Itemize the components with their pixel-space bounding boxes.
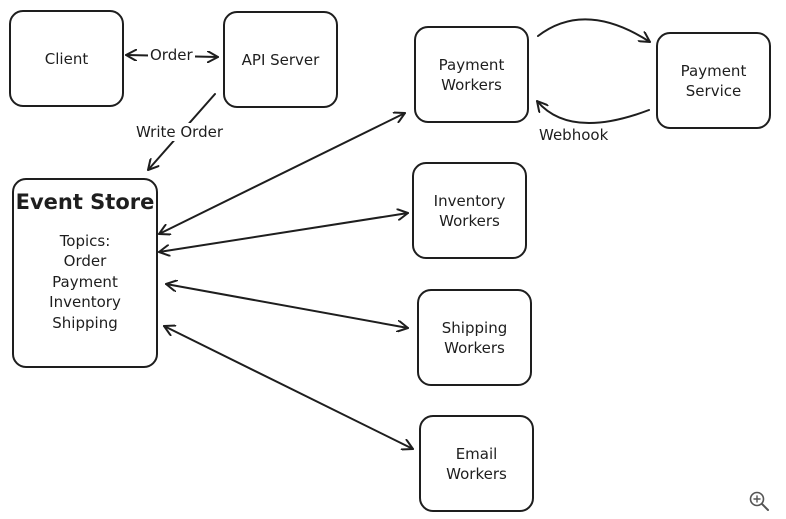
- shipping-workers-label-2: Workers: [444, 338, 505, 357]
- inventory-workers-label-2: Workers: [439, 211, 500, 230]
- topic-shipping: Shipping: [52, 313, 118, 332]
- payment-workers-label-2: Workers: [441, 75, 502, 94]
- edge-label-order: Order: [148, 46, 195, 64]
- client-node[interactable]: Client: [9, 10, 124, 107]
- arrow-eventstore-email: [163, 326, 414, 449]
- event-store-node[interactable]: Event Store Topics: Order Payment Invent…: [12, 178, 158, 368]
- payment-service-label-1: Payment: [680, 61, 747, 80]
- payment-workers-node[interactable]: Payment Workers: [414, 26, 529, 123]
- arrow-webhook: [536, 100, 650, 125]
- payment-service-label-2: Service: [685, 81, 742, 100]
- topic-inventory: Inventory: [49, 293, 121, 311]
- arrow-eventstore-inventory: [158, 213, 409, 252]
- shipping-workers-label-1: Shipping: [441, 318, 508, 337]
- payment-service-node[interactable]: Payment Service: [656, 32, 771, 129]
- edge-label-write-order: Write Order: [134, 123, 225, 141]
- api-server-label: API Server: [241, 50, 320, 69]
- edge-label-webhook: Webhook: [537, 126, 611, 144]
- topics-label: Topics:: [59, 231, 111, 250]
- payment-workers-label-1: Payment: [438, 55, 505, 74]
- email-workers-label-2: Workers: [446, 464, 507, 483]
- arrow-payment-service: [537, 18, 651, 43]
- event-store-title: Event Store: [15, 190, 155, 214]
- email-workers-label-1: Email: [455, 444, 498, 463]
- client-label: Client: [44, 49, 89, 68]
- zoom-in-icon[interactable]: [748, 490, 770, 512]
- shipping-workers-node[interactable]: Shipping Workers: [417, 289, 532, 386]
- email-workers-node[interactable]: Email Workers: [419, 415, 534, 512]
- inventory-workers-label-1: Inventory: [433, 191, 506, 210]
- topic-payment: Payment: [52, 272, 118, 291]
- topic-order: Order: [63, 252, 107, 270]
- inventory-workers-node[interactable]: Inventory Workers: [412, 162, 527, 259]
- arrow-eventstore-shipping: [165, 284, 409, 328]
- api-server-node[interactable]: API Server: [223, 11, 338, 108]
